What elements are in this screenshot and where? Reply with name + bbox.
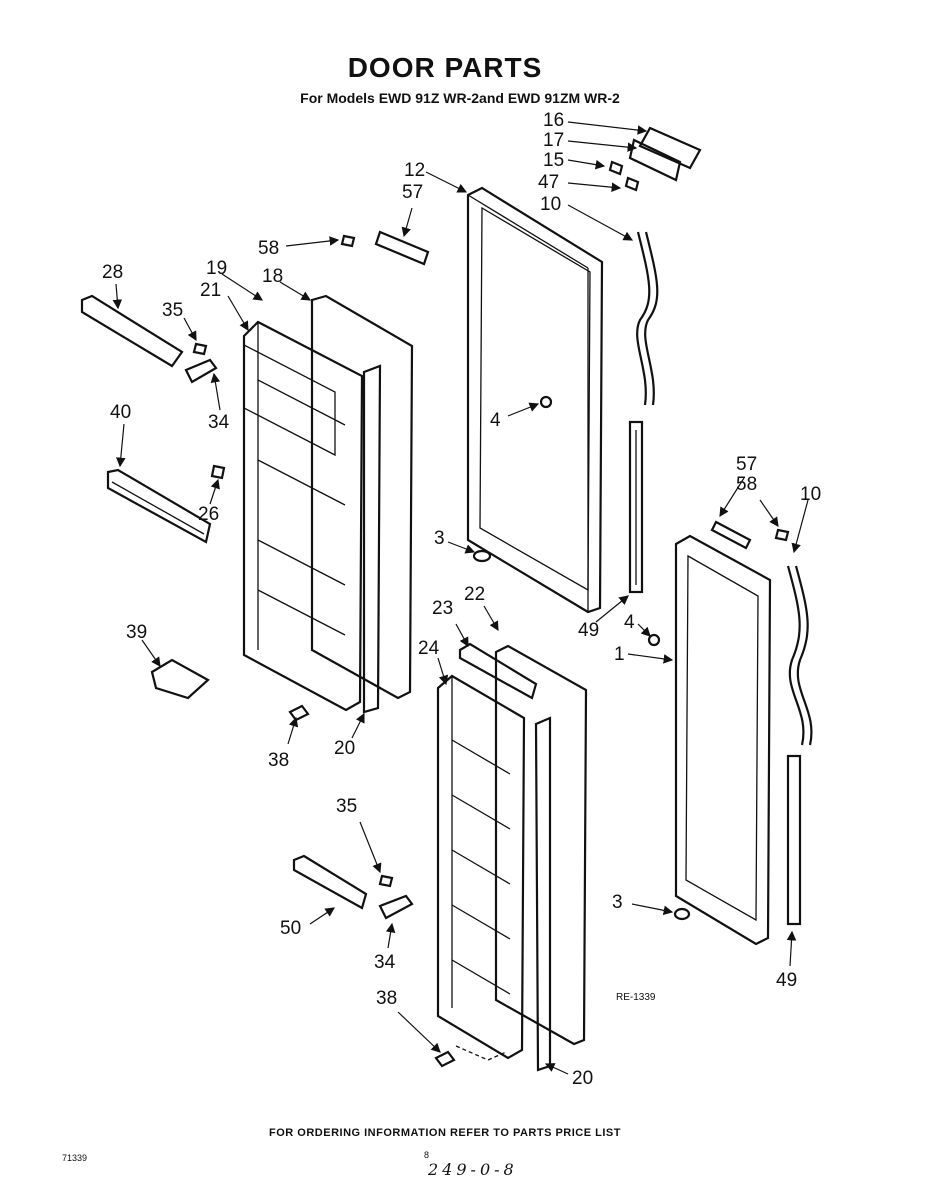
page-title: DOOR PARTS bbox=[347, 52, 543, 83]
lower-handle-part bbox=[786, 565, 813, 746]
callout-39: 39 bbox=[126, 622, 147, 643]
callout-12: 12 bbox=[404, 160, 425, 181]
callout-47: 47 bbox=[538, 172, 559, 193]
hinge-cap-upper-part bbox=[340, 230, 430, 266]
page-number: 8 bbox=[424, 1150, 430, 1160]
callout-40: 40 bbox=[110, 402, 131, 423]
callout-24: 24 bbox=[418, 638, 440, 659]
callout-10-upper: 10 bbox=[540, 194, 561, 215]
cap-38-lower-part bbox=[434, 1050, 456, 1068]
upper-handle-part bbox=[636, 231, 659, 406]
shelf-bar-50-part bbox=[292, 854, 368, 910]
callout-57-upper: 57 bbox=[402, 182, 423, 203]
leader-lines bbox=[112, 121, 809, 1075]
callout-38-lower: 38 bbox=[376, 988, 397, 1009]
stop-4-upper-part bbox=[539, 395, 553, 409]
freezer-door-liner-part bbox=[242, 320, 364, 712]
foot-3-lower-part bbox=[673, 907, 691, 921]
shelf-bar-40-part bbox=[106, 468, 212, 544]
door-strip-left-part bbox=[362, 364, 382, 714]
callout-20-upper: 20 bbox=[334, 738, 355, 759]
freezer-door-gasket-part bbox=[310, 294, 414, 700]
screw-58-lower-part bbox=[774, 528, 790, 542]
ordering-note: FOR ORDERING INFORMATION REFER TO PARTS … bbox=[269, 1127, 621, 1139]
callout-10-lower: 10 bbox=[800, 484, 821, 505]
document-code: 71339 bbox=[62, 1153, 88, 1163]
callout-23: 23 bbox=[432, 598, 453, 619]
foot-3-upper-part bbox=[472, 549, 492, 563]
callout-57-lower: 57 bbox=[736, 454, 757, 475]
callout-labels: 16 17 15 47 10 12 57 58 28 19 18 21 35 3… bbox=[102, 110, 821, 1089]
freezer-door-outer-part bbox=[674, 534, 772, 946]
shelf-bar-28-part bbox=[80, 294, 184, 368]
bracket-34-upper-part bbox=[184, 358, 218, 384]
callout-18: 18 bbox=[262, 266, 283, 287]
callout-16: 16 bbox=[543, 110, 564, 131]
stop-4-lower-part bbox=[647, 633, 661, 647]
callout-38-upper: 38 bbox=[268, 750, 289, 771]
callout-49-upper: 49 bbox=[578, 620, 599, 641]
callout-1: 1 bbox=[614, 644, 625, 665]
callout-49-lower: 49 bbox=[776, 970, 797, 991]
fresh-food-door-gasket-part bbox=[494, 644, 588, 1046]
callout-26: 26 bbox=[198, 504, 219, 525]
page-subtitle: For Models EWD 91Z WR-2and EWD 91ZM WR-2 bbox=[300, 90, 620, 106]
hinge-cap-lower-part bbox=[710, 520, 752, 550]
callout-28: 28 bbox=[102, 262, 123, 283]
door-strip-lower-part bbox=[534, 716, 552, 1072]
callout-34-upper: 34 bbox=[208, 412, 230, 433]
callout-50: 50 bbox=[280, 918, 301, 939]
callout-34-lower: 34 bbox=[374, 952, 396, 973]
callout-3-upper: 3 bbox=[434, 528, 445, 549]
pan-39-part bbox=[150, 658, 210, 700]
handle-mount-strip-lower-part bbox=[786, 754, 802, 926]
callout-20-lower: 20 bbox=[572, 1068, 593, 1089]
callout-4-upper: 4 bbox=[490, 410, 501, 431]
callout-21: 21 bbox=[200, 280, 221, 301]
callout-4-lower: 4 bbox=[624, 612, 635, 633]
fastener-26-part bbox=[210, 464, 226, 480]
bracket-34-lower-part bbox=[378, 894, 414, 920]
callout-22: 22 bbox=[464, 584, 485, 605]
fresh-food-door-outer-part bbox=[466, 186, 604, 614]
screw-35-lower-part bbox=[378, 874, 394, 888]
callout-35-upper: 35 bbox=[162, 300, 183, 321]
callout-58-upper: 58 bbox=[258, 238, 279, 259]
cap-38-upper-part bbox=[288, 704, 310, 722]
callout-19: 19 bbox=[206, 258, 227, 279]
figure-reference: RE-1339 bbox=[616, 992, 656, 1003]
callout-58-lower: 58 bbox=[736, 474, 757, 495]
callout-3-lower: 3 bbox=[612, 892, 623, 913]
callout-35-lower: 35 bbox=[336, 796, 357, 817]
fresh-food-door-liner-part bbox=[436, 674, 526, 1060]
callout-15: 15 bbox=[543, 150, 564, 171]
callout-17: 17 bbox=[543, 130, 564, 151]
handle-top-trim-part bbox=[608, 126, 702, 192]
screw-35-upper-part bbox=[192, 342, 208, 356]
handle-mount-strip-upper-part bbox=[628, 420, 644, 594]
handwritten-note: 249-0-8 bbox=[428, 1160, 518, 1179]
